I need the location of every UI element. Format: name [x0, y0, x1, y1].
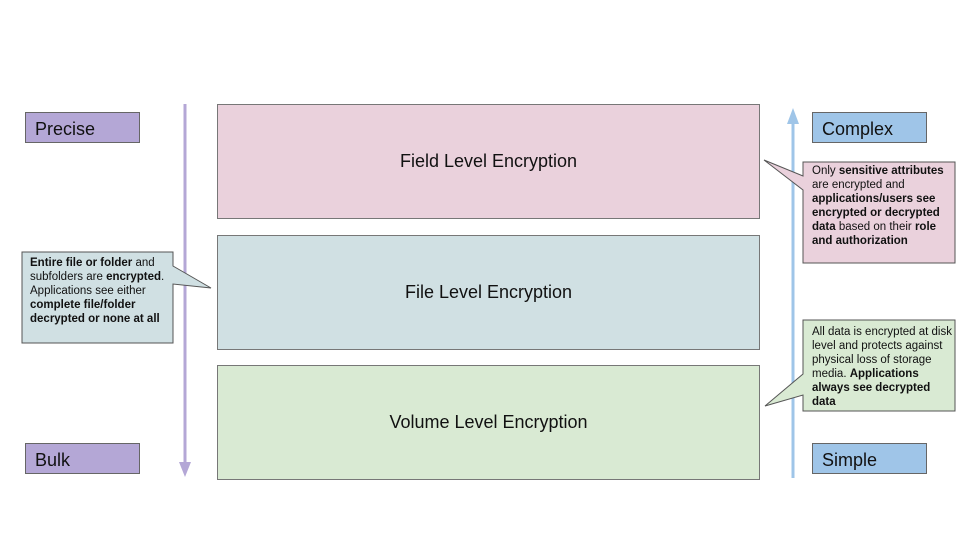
- callout-segment: applications/users see encrypted or decr…: [812, 193, 940, 233]
- field-callout-shape: [763, 159, 956, 264]
- callout-segment: Applications always see decrypted data: [812, 368, 931, 408]
- callout-segment: sensitive attributes: [838, 165, 944, 177]
- callout-segment: are encrypted and: [812, 179, 905, 191]
- callout-segment: complete file/folder decrypted or none a…: [30, 299, 160, 325]
- volume-callout-text: All data is encrypted at disk level and …: [812, 325, 952, 409]
- simple-label: Simple: [812, 443, 927, 474]
- volume-level-encryption-layer: Volume Level Encryption: [217, 365, 760, 480]
- callout-segment: Entire file or folder: [30, 257, 133, 269]
- callout-segment: role and authorization: [812, 221, 937, 247]
- bulk-label: Bulk: [25, 443, 140, 474]
- precise-label: Precise: [25, 112, 140, 143]
- file-callout-text: Entire file or folder and subfolders are…: [30, 256, 168, 326]
- field-callout-text: Only sensitive attributes are encrypted …: [812, 164, 952, 248]
- precision-axis-arrow: [179, 104, 191, 477]
- file-callout-shape: [21, 251, 212, 344]
- callout-segment: Only: [812, 165, 839, 177]
- callout-segment: . Applications see either: [30, 271, 165, 297]
- callout-segment: and subfolders are: [30, 257, 155, 283]
- field-level-encryption-layer: Field Level Encryption: [217, 104, 760, 219]
- complexity-axis-arrow: [787, 108, 799, 478]
- callout-segment: All data is encrypted at disk level and …: [812, 326, 952, 380]
- file-level-encryption-layer: File Level Encryption: [217, 235, 760, 350]
- callout-segment: based on their: [835, 221, 915, 233]
- callout-segment: encrypted: [106, 271, 162, 283]
- field-level-encryption-label: Field Level Encryption: [399, 151, 578, 171]
- complex-label: Complex: [812, 112, 927, 143]
- volume-callout-shape: [764, 319, 956, 412]
- volume-level-encryption-label: Volume Level Encryption: [389, 412, 588, 432]
- file-level-encryption-label: File Level Encryption: [404, 282, 573, 302]
